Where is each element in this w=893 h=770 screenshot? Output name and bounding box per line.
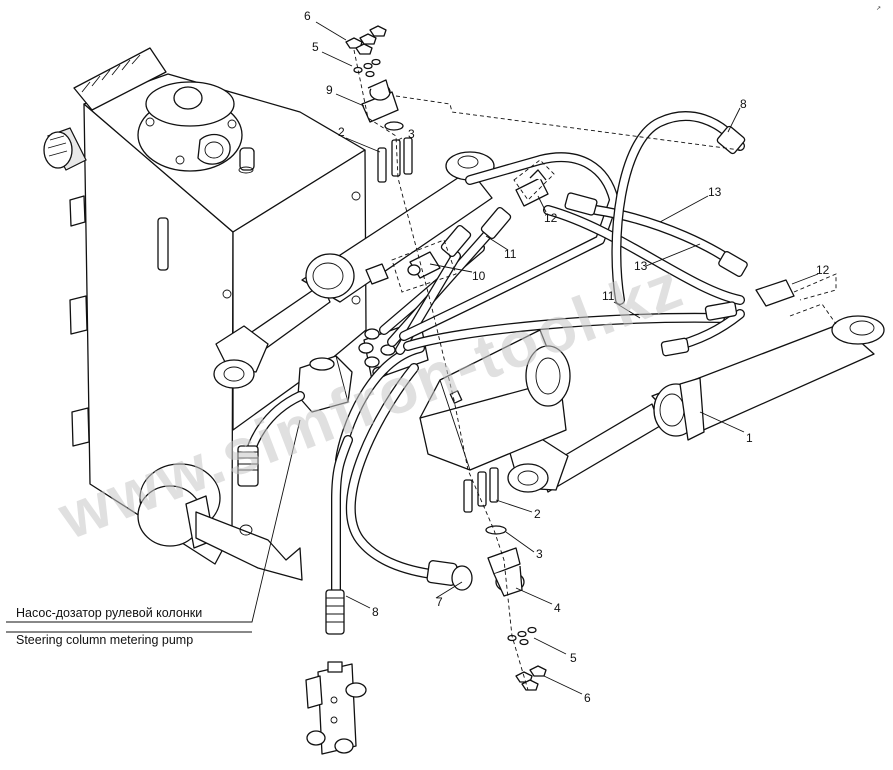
callout-1: 1 — [746, 431, 753, 445]
callout-labels: 6 5 9 2 3 8 13 12 11 13 12 10 11 1 2 3 4… — [304, 9, 830, 705]
callout-3-top: 3 — [408, 127, 415, 141]
callout-12-left: 12 — [544, 211, 558, 225]
hoses — [241, 111, 745, 625]
callout-8-top: 8 — [740, 97, 747, 111]
callout-6-bottom: 6 — [584, 691, 591, 705]
steering-cylinder-left — [213, 151, 495, 389]
washers-nuts-upper — [345, 25, 387, 78]
callout-13-top: 13 — [708, 185, 722, 199]
steering-cylinder-right — [507, 315, 885, 493]
callout-5-top: 5 — [312, 40, 319, 54]
callout-8-bottom: 8 — [372, 605, 379, 619]
callout-11-lower: 11 — [602, 289, 615, 303]
callout-5-bottom: 5 — [570, 651, 577, 665]
callout-10: 10 — [472, 269, 486, 283]
callout-2-top: 2 — [338, 125, 345, 139]
corner-mark: ↗ — [876, 6, 881, 12]
caption-russian: Насос-дозатор рулевой колонки — [16, 606, 202, 620]
callout-6-top: 6 — [304, 9, 311, 23]
callout-3-bottom: 3 — [536, 547, 543, 561]
callout-leaders — [6, 21, 819, 695]
callout-2-bottom: 2 — [534, 507, 541, 521]
callout-11-upper: 11 — [504, 247, 517, 261]
bolts-lower — [463, 467, 499, 513]
callout-13-lower: 13 — [634, 259, 648, 273]
bolts-upper — [377, 137, 413, 183]
hydraulic-tank — [43, 47, 367, 581]
assembly-lines — [353, 49, 837, 691]
washers-nuts-lower — [507, 626, 547, 691]
callout-12-right: 12 — [816, 263, 830, 277]
fittings — [237, 79, 795, 635]
callout-4: 4 — [554, 601, 561, 615]
callout-9: 9 — [326, 83, 333, 97]
valve-block — [305, 661, 367, 755]
callout-7: 7 — [436, 595, 443, 609]
caption-english: Steering column metering pump — [16, 633, 193, 647]
